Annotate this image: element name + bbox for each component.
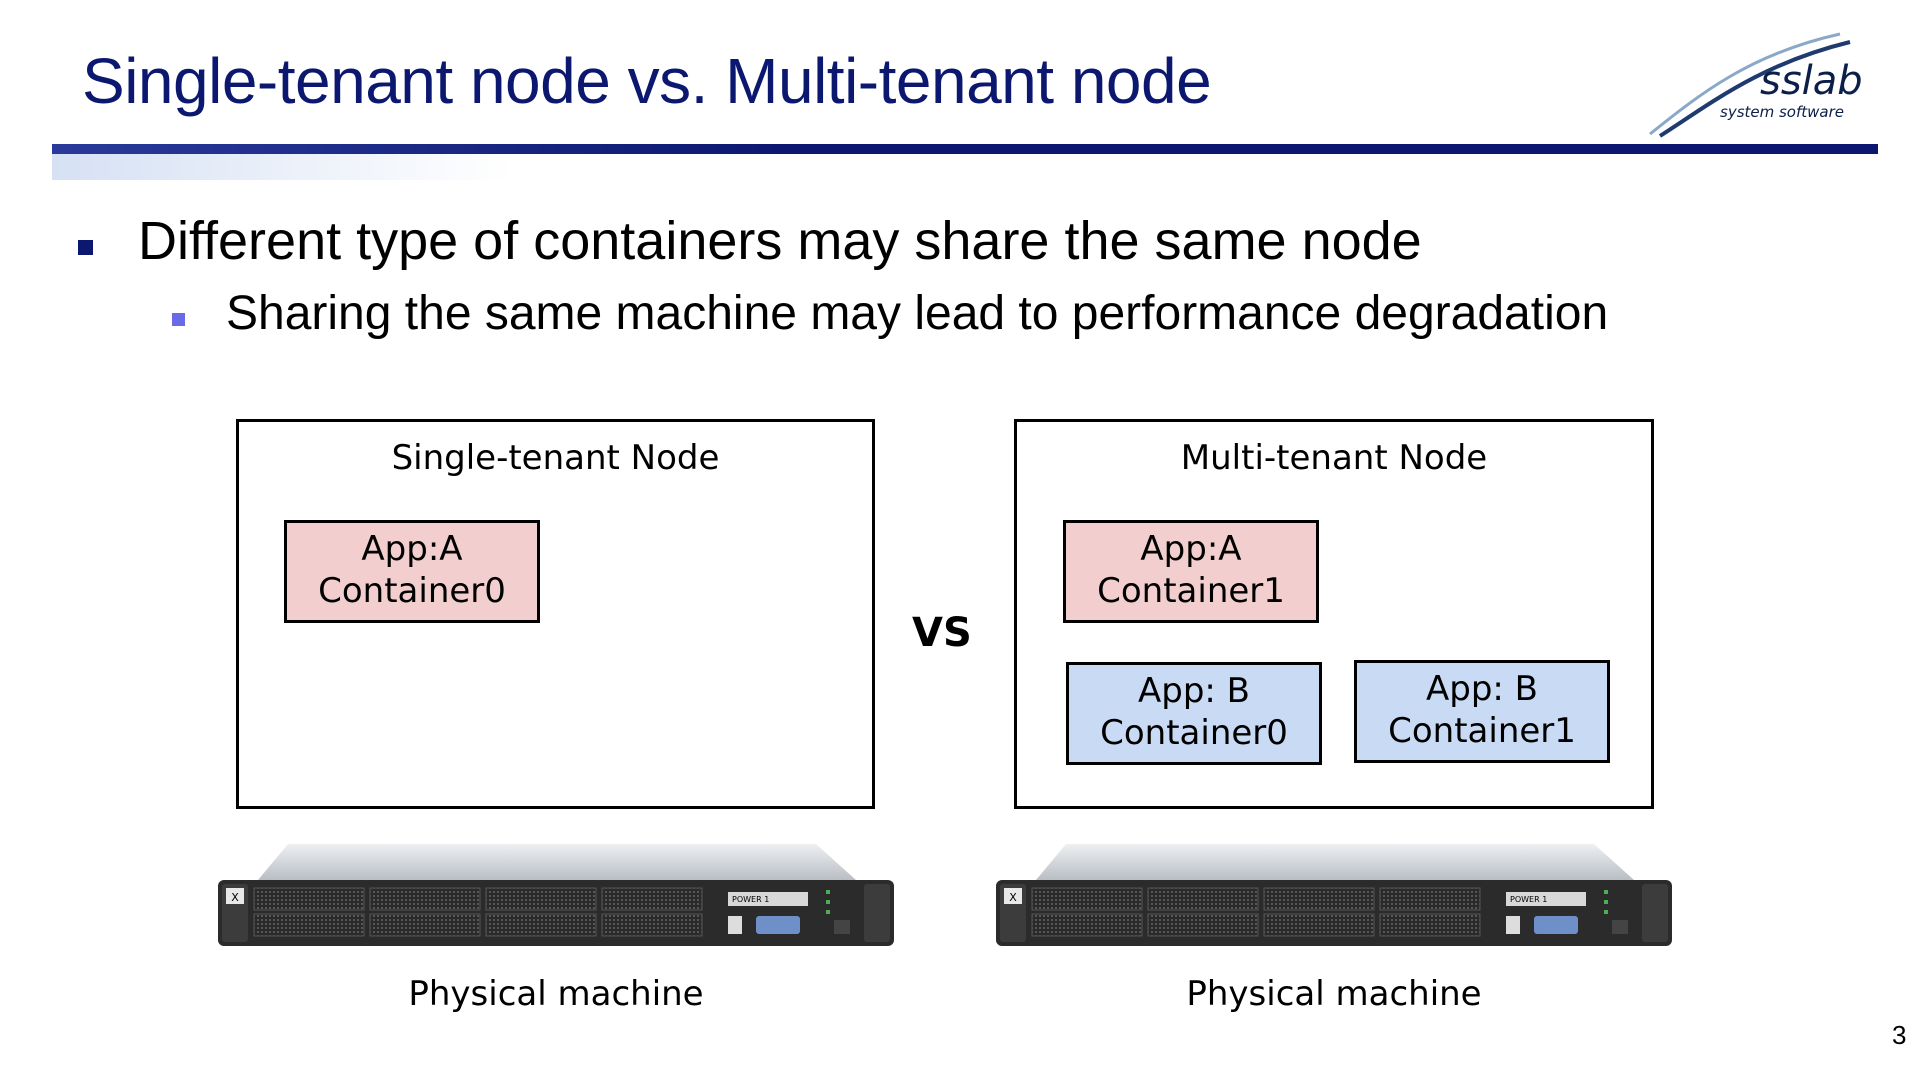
vs-label: VS	[912, 610, 972, 656]
logo-name: sslab	[1760, 58, 1863, 104]
container-app-label: App: B	[1137, 671, 1250, 711]
physical-machine-caption-left: Physical machine	[408, 974, 704, 1014]
container-app-label: App:A	[1140, 529, 1242, 569]
server-brand: X	[1009, 891, 1017, 904]
container-name-label: Container1	[1388, 711, 1576, 751]
server-power-label: POWER 1	[1510, 895, 1547, 904]
container-box-app-b-container1: App: B Container1	[1354, 660, 1610, 763]
physical-machine-caption-right: Physical machine	[1186, 974, 1482, 1014]
container-app-label: App: B	[1425, 669, 1538, 709]
container-name-label: Container0	[318, 571, 506, 611]
container-app-label: App:A	[361, 529, 463, 569]
slide-title: Single-tenant node vs. Multi-tenant node	[82, 45, 1212, 117]
container-box-app-a-container0: App:A Container0	[284, 520, 540, 623]
multi-tenant-node-title: Multi-tenant Node	[1180, 438, 1488, 478]
logo-subtitle: system software	[1720, 103, 1844, 121]
bullet-marker-level1	[78, 240, 93, 255]
server-brand: X	[231, 891, 239, 904]
physical-server-image-left: X POWER 1	[218, 844, 894, 946]
bullet-marker-level2	[172, 313, 185, 326]
single-tenant-node-title: Single-tenant Node	[391, 438, 720, 478]
bullet-text-level1: Different type of containers may share t…	[138, 211, 1422, 271]
multi-tenant-node: Multi-tenant Node App:A Container1 App: …	[1014, 419, 1654, 809]
container-box-app-a-container1: App:A Container1	[1063, 520, 1319, 623]
single-tenant-node: Single-tenant Node App:A Container0	[236, 419, 875, 809]
physical-server-image-right: X POWER 1	[996, 844, 1672, 946]
container-box-app-b-container0: App: B Container0	[1066, 662, 1322, 765]
container-name-label: Container0	[1100, 713, 1288, 753]
title-rule-glow	[52, 154, 512, 180]
title-rule	[52, 144, 1878, 154]
container-name-label: Container1	[1097, 571, 1285, 611]
bullet-text-level2: Sharing the same machine may lead to per…	[226, 287, 1609, 340]
server-power-label: POWER 1	[732, 895, 769, 904]
page-number: 3	[1892, 1020, 1907, 1050]
sslab-logo: sslab system software	[1649, 32, 1863, 138]
